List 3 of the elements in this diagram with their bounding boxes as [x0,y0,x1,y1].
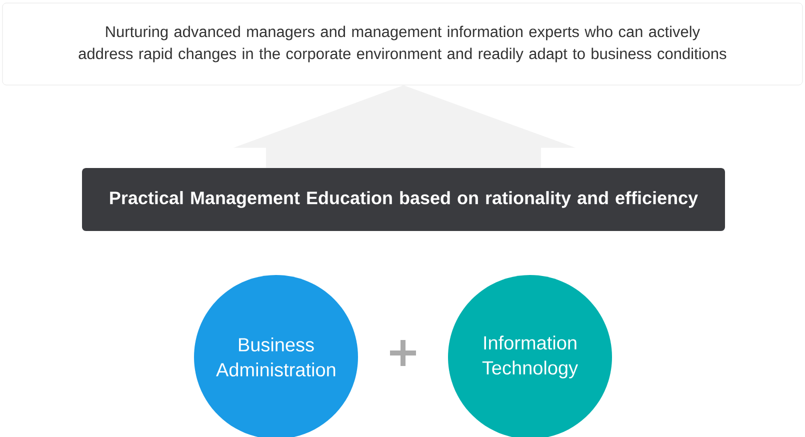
goal-box: Nurturing advanced managers and management information experts who can actively address rapid changes in the corporate environment and readily adapt to business conditions [2,2,803,86]
education-bar: Practical Management Education based on rationality and efficiency [82,168,725,231]
arrow [234,85,576,168]
